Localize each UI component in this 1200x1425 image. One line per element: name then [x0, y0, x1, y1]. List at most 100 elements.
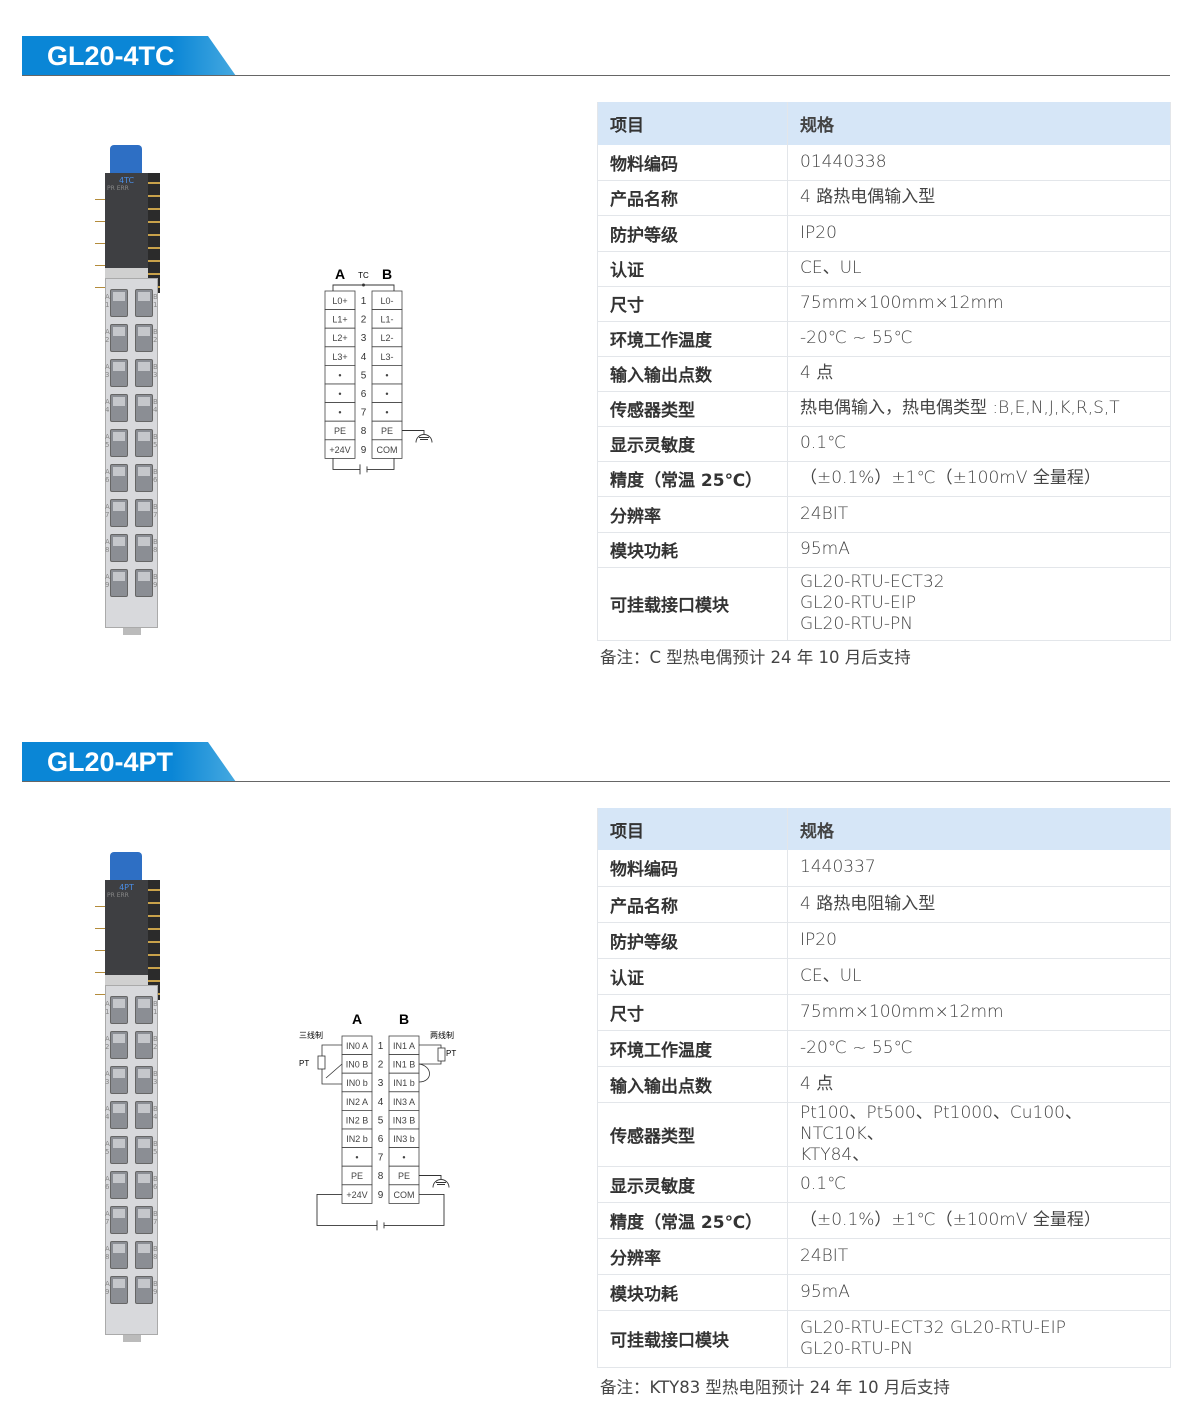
terminal-a [110, 1276, 128, 1304]
terminal-a-label: IN2 b [346, 1134, 368, 1144]
terminal-a [110, 1031, 128, 1059]
row-key: 产品名称 [597, 180, 788, 216]
row-value: CE、UL [787, 958, 1171, 995]
row-value-line: 1440337 [800, 857, 876, 878]
row-key: 产品名称 [597, 886, 788, 923]
terminal-a [110, 1066, 128, 1094]
row-key: 精度（常温 25℃） [597, 461, 788, 497]
release-latch [110, 145, 142, 173]
terminal-a [110, 324, 128, 352]
terminal-b-label: IN3 A [393, 1097, 415, 1107]
row-key: 尺寸 [597, 286, 788, 322]
terminal-a [110, 1171, 128, 1199]
header-item: 项目 [597, 102, 788, 145]
terminal-a-label: L2+ [332, 333, 347, 343]
terminal-b [135, 499, 153, 527]
row-value-line: GL20-RTU-PN [800, 614, 913, 634]
terminal-a [110, 1101, 128, 1129]
row-value-line: -20℃ ~ 55℃ [800, 1037, 913, 1058]
terminal-a [110, 996, 128, 1024]
column-b-label: B [399, 1011, 409, 1027]
tc-label: TC [358, 271, 369, 280]
terminal-a-label: PE [351, 1171, 363, 1181]
pt-resistor-icon [437, 1047, 446, 1062]
led-indicators: PR ERR [107, 892, 129, 899]
table-row: 环境工作温度-20℃ ~ 55℃ [597, 1030, 1171, 1067]
row-value-line: 95mA [800, 539, 850, 559]
label-strip [105, 268, 148, 280]
row-value-line: 4 路热电阻输入型 [800, 893, 936, 914]
row-value-line: 75mm×100mm×12mm [800, 1001, 1004, 1022]
terminal-b-label: PE [398, 1171, 410, 1181]
terminal-a [110, 499, 128, 527]
release-latch [110, 852, 142, 880]
row-value-line: （±0.1%）±1℃（±100mV 全量程） [800, 468, 1101, 488]
terminal-a-label: +24V [346, 1190, 367, 1200]
terminal-number: 4 [378, 1097, 384, 1108]
side-connector [148, 880, 160, 1000]
row-key: 物料编码 [597, 850, 788, 887]
row-key: 尺寸 [597, 994, 788, 1031]
terminal-number: 9 [361, 445, 367, 456]
led-indicators: PR ERR [107, 185, 129, 192]
terminal-b-label: IN3 b [393, 1134, 415, 1144]
terminal-number: 2 [378, 1060, 384, 1071]
column-b-label: B [382, 266, 392, 282]
table-row: 环境工作温度-20℃ ~ 55℃ [597, 321, 1171, 357]
header-spec: 规格 [787, 102, 1171, 145]
terminal-a [110, 1241, 128, 1269]
terminal-a-label: L0+ [332, 296, 347, 306]
terminal-a [110, 1206, 128, 1234]
row-key: 显示灵敏度 [597, 426, 788, 462]
terminal-a-label: • [355, 1153, 358, 1163]
module-label: 4PT [119, 883, 134, 892]
terminal-number: 3 [361, 333, 367, 344]
terminal-b-label: IN1 A [393, 1041, 415, 1051]
terminal-b [135, 359, 153, 387]
terminal-a-label: • [338, 370, 341, 380]
header-item: 项目 [597, 808, 788, 850]
terminal-b-label: • [385, 389, 388, 399]
row-value-line: 4 点 [800, 363, 834, 383]
terminal-b [135, 394, 153, 422]
row-value-line: 热电偶输入，热电偶类型 :B,E,N,J,K,R,S,T [800, 398, 1120, 418]
row-key: 输入输出点数 [597, 356, 788, 392]
terminal-number: 3 [378, 1078, 384, 1089]
terminal-a [110, 464, 128, 492]
pt-label: PT [299, 1059, 309, 1068]
terminal-b [135, 429, 153, 457]
battery-icon [316, 1193, 445, 1231]
terminal-b [135, 1136, 153, 1164]
row-value: 4 路热电偶输入型 [787, 180, 1171, 216]
row-key: 分辨率 [597, 1238, 788, 1275]
terminal-b-label: L3- [380, 352, 393, 362]
row-key: 精度（常温 25℃） [597, 1202, 788, 1239]
table-row: 产品名称 4 路热电阻输入型 [597, 886, 1171, 923]
terminal-a-label: IN0 A [346, 1041, 368, 1051]
terminal-a-label: IN2 A [346, 1097, 368, 1107]
row-key: 环境工作温度 [597, 321, 788, 357]
row-value: 95mA [787, 1274, 1171, 1311]
terminal-b [135, 534, 153, 562]
